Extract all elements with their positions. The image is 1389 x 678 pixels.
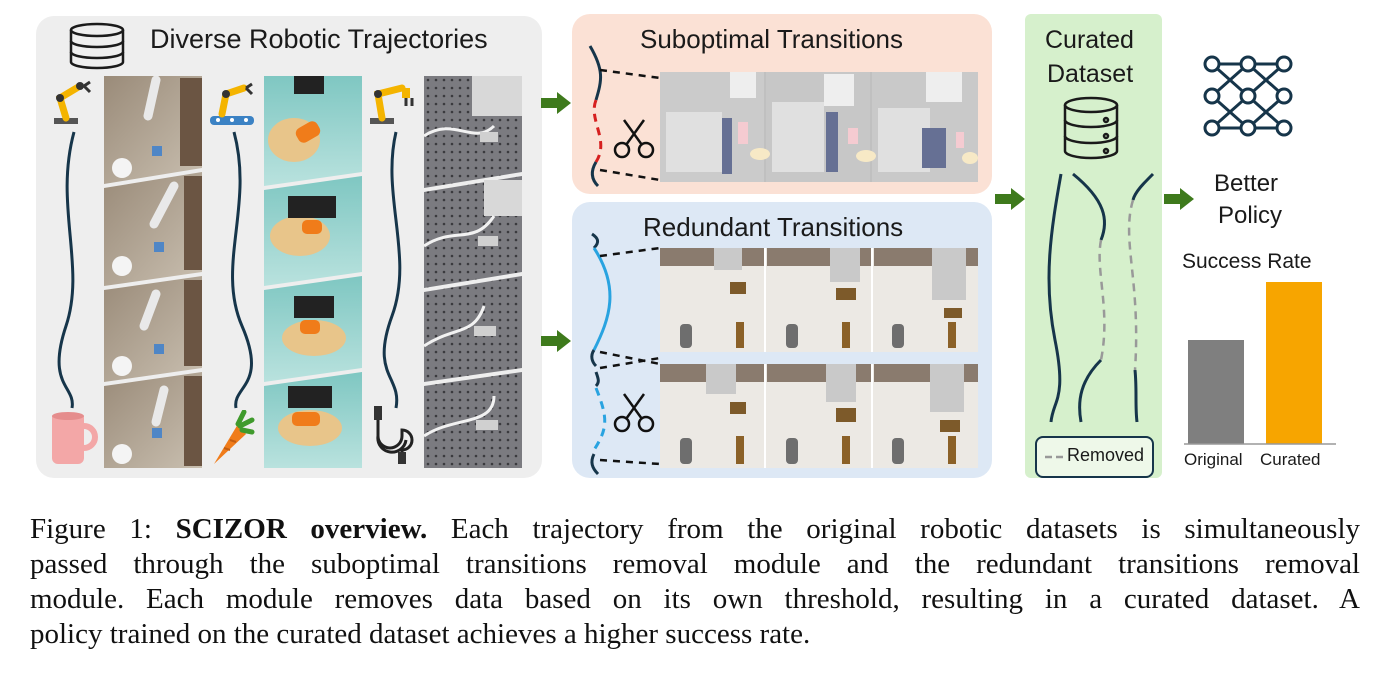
curated-panel-title-line2: Dataset bbox=[1047, 60, 1134, 88]
redundant-cut-diagram bbox=[590, 232, 661, 476]
dashed-line-legend-icon bbox=[1045, 455, 1067, 459]
caption-line: module. Each module removes data based o… bbox=[30, 583, 1360, 615]
robot-arm-icon bbox=[54, 80, 92, 124]
caption-line: passed through the suboptimal transition… bbox=[30, 548, 1360, 580]
arrow-to-policy bbox=[1164, 188, 1194, 210]
caption-title-suffix: overview. bbox=[286, 513, 428, 545]
diverse-panel-title: Diverse Robotic Trajectories bbox=[150, 24, 488, 54]
removed-legend-label: Removed bbox=[1067, 445, 1145, 465]
scissors-icon bbox=[613, 393, 655, 433]
suboptimal-frames bbox=[660, 72, 978, 182]
carrot-icon bbox=[214, 410, 255, 464]
redundant-frames-top bbox=[660, 248, 978, 352]
trajectory-frames-carrot bbox=[264, 76, 362, 468]
redundant-frames-bottom bbox=[660, 364, 978, 468]
caption-method-name: SCIZOR bbox=[175, 513, 287, 545]
caption-line: Figure 1: SCIZOR overview. Each trajecto… bbox=[30, 512, 1360, 547]
curated-trajectories bbox=[1047, 172, 1155, 423]
redundant-panel-title: Redundant Transitions bbox=[643, 212, 904, 242]
caption-text: Each trajectory from the original roboti… bbox=[427, 513, 1360, 545]
curated-dataset-panel bbox=[1025, 14, 1162, 478]
scissors-icon bbox=[613, 119, 655, 159]
curated-panel-title-line1: Curated bbox=[1045, 26, 1134, 54]
chart-bar-original bbox=[1188, 340, 1244, 444]
chart-category-label: Original bbox=[1184, 450, 1243, 469]
arrow-to-redundant bbox=[541, 330, 571, 352]
suboptimal-panel-title: Suboptimal Transitions bbox=[640, 24, 904, 54]
neural-network-icon bbox=[1203, 55, 1293, 137]
figure-caption: Figure 1: SCIZOR overview. Each trajecto… bbox=[30, 512, 1360, 652]
database-icon bbox=[69, 22, 125, 70]
trajectory-frames-cable bbox=[424, 76, 522, 468]
trajectory-frames-mug bbox=[104, 76, 202, 468]
caption-line: policy trained on the curated dataset ac… bbox=[30, 618, 811, 650]
arrow-to-curated bbox=[995, 188, 1025, 210]
chart-category-label: Curated bbox=[1260, 450, 1321, 469]
caption-label: Figure 1: bbox=[30, 513, 152, 545]
chart-title: Success Rate bbox=[1182, 250, 1312, 273]
success-rate-chart bbox=[1184, 282, 1336, 445]
usb-cable-icon bbox=[374, 406, 414, 464]
arrow-to-suboptimal bbox=[541, 92, 571, 114]
suboptimal-cut-diagram bbox=[588, 45, 661, 188]
robot-arm-icon bbox=[370, 84, 414, 124]
database-icon bbox=[1063, 96, 1119, 160]
mug-icon bbox=[52, 412, 98, 464]
policy-label-line1: Better bbox=[1214, 170, 1279, 197]
removed-legend: Removed bbox=[1035, 436, 1154, 478]
chart-bar-curated bbox=[1266, 282, 1322, 444]
policy-label-line2: Policy bbox=[1218, 202, 1283, 229]
trajectory-curves bbox=[57, 131, 402, 409]
robot-arm-icon bbox=[210, 82, 254, 125]
